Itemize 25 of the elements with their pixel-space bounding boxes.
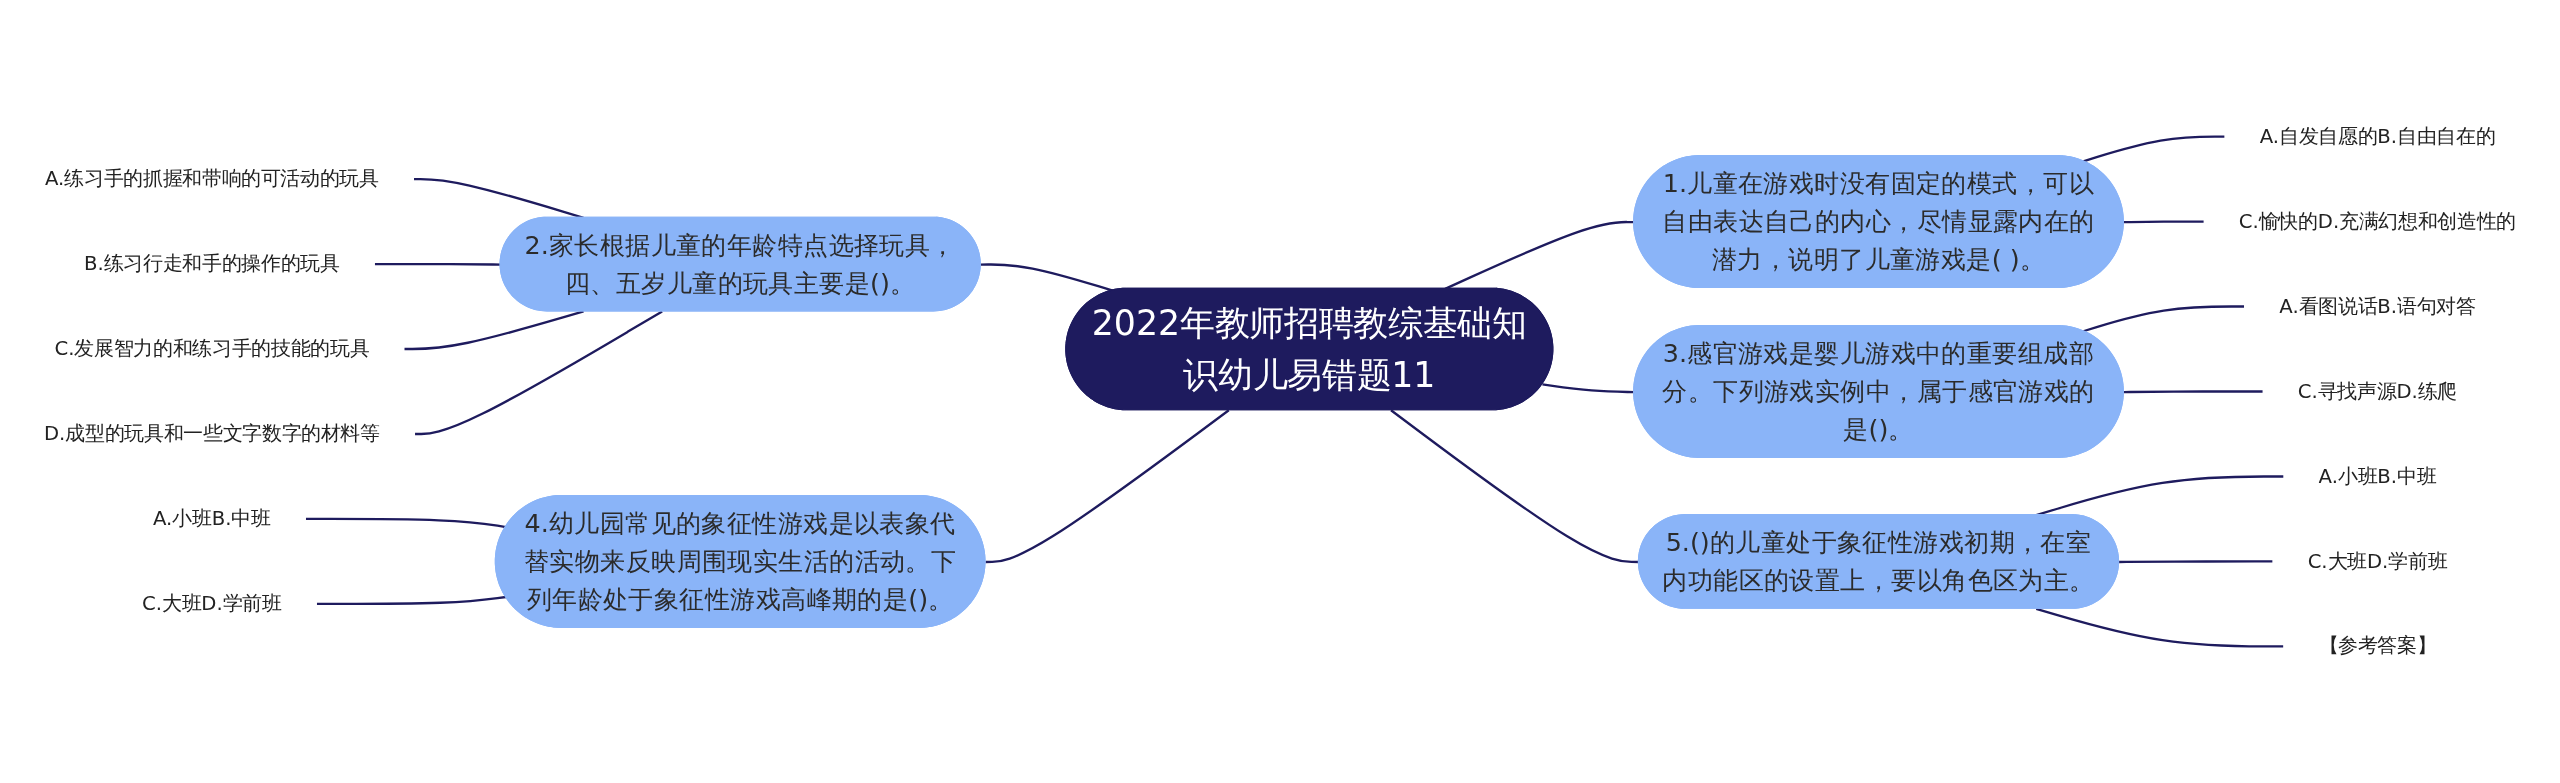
node-text: A.练习手的抓握和带响的可活动的玩具 — [44, 166, 379, 190]
node-text: A.自发自愿的B.自由自在的 — [2259, 124, 2496, 148]
node-text: C.大班D.学前班 — [2307, 549, 2448, 573]
node-text: 【参考答案】 — [2318, 633, 2437, 658]
node-text: A.小班B.中班 — [2318, 464, 2437, 488]
connector — [2082, 305, 2245, 333]
node-text: C.大班D.学前班 — [142, 591, 282, 615]
node-text: C.寻找声源D.练爬 — [2297, 379, 2458, 403]
connector — [2123, 390, 2264, 394]
connector — [2119, 560, 2273, 564]
node-text: D.成型的玩具和一些文字数字的材料等 — [43, 421, 380, 445]
node-text: C.愉快的D.充满幻想和创造性的 — [2238, 209, 2517, 233]
connector — [985, 409, 1230, 564]
connector — [403, 310, 584, 351]
node-text: A.小班B.中班 — [153, 506, 271, 530]
node-text: C.发展智力的和练习手的技能的玩具 — [54, 336, 370, 360]
connector — [2123, 220, 2205, 224]
connector — [2082, 135, 2225, 163]
connector — [413, 177, 584, 219]
connector — [374, 262, 501, 266]
connector — [414, 310, 663, 436]
node-text: B.练习行走和手的操作的玩具 — [84, 251, 340, 275]
node-text: A.看图说话B.语句对答 — [2279, 294, 2476, 318]
connector — [980, 263, 1114, 292]
connector — [2035, 607, 2284, 648]
